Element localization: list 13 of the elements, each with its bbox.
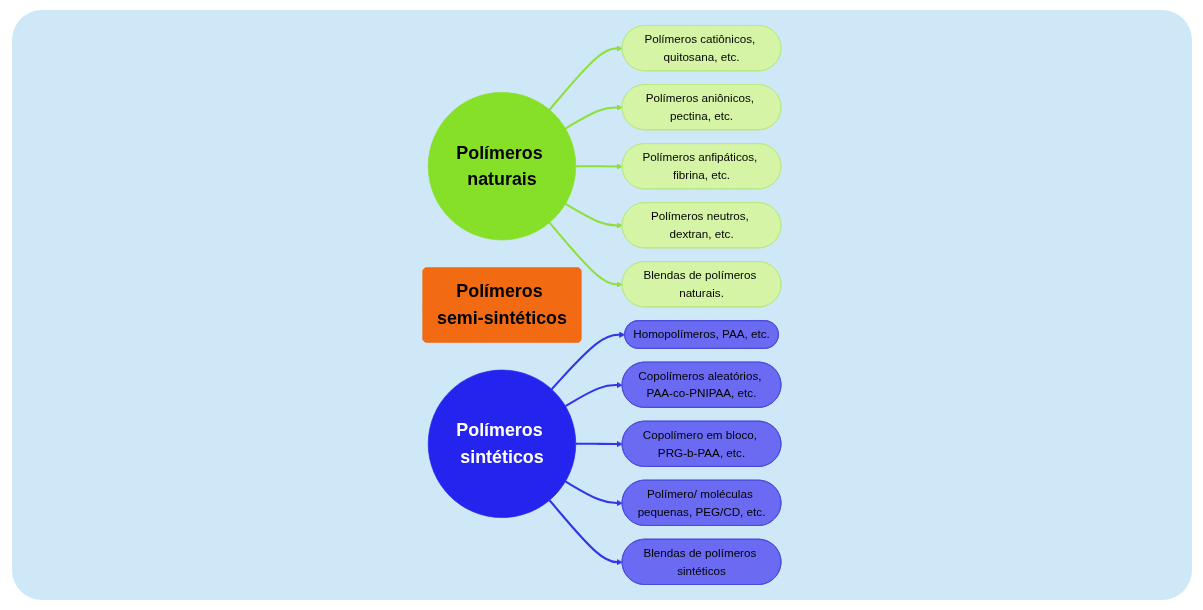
arrow xyxy=(564,202,623,229)
arrow xyxy=(575,163,623,170)
arrow xyxy=(564,104,623,130)
arrow xyxy=(575,441,623,448)
background-panel: Polímeros naturais Polímeros semi-sintéticos Polímeros sintéticos Polímeros catiônicos, quitosana, etc. Polímeros aniônicos, pectina, etc. Polímeros anfipáticos, fibrina, etc. Polímeros neutros, dextran, etc. Blendas de polímeros naturais. Homopolímeros, PAA, etc. Copolímeros aleatórios, PAA-co-PNIPAA, etc. Copolímero em bloco, PRG-b-PAA, etc. Polímero/ moléculas pequenas, PEG/CD, etc. Blendas de polímeros sintéticos xyxy=(11,10,1192,600)
arrow xyxy=(564,382,623,408)
arrow xyxy=(548,221,623,288)
arrow xyxy=(564,480,623,507)
arrow xyxy=(550,331,625,390)
node-circle xyxy=(427,92,576,241)
arrow xyxy=(548,45,623,111)
node-circle xyxy=(427,369,576,518)
arrow xyxy=(548,499,623,566)
